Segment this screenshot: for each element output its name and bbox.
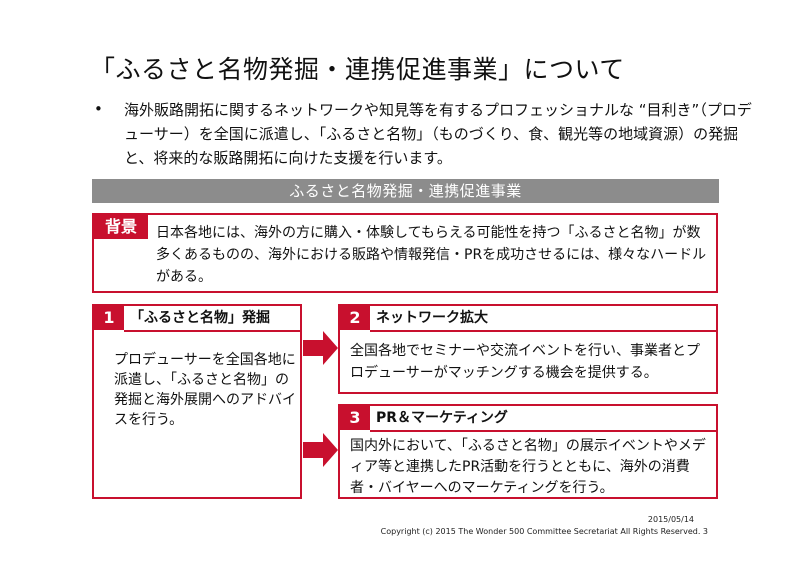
step-2-box: 2 ネットワーク拡大 全国各地でセミナーや交流イベントを行い、事業者とプロデュー… [338,304,718,394]
intro-text: 海外販路開拓に関するネットワークや知見等を有するプロフェッショナルな “目利き”… [124,101,752,167]
footer-copyright: Copyright (c) 2015 The Wonder 500 Commit… [380,527,708,536]
background-box: 背景 日本各地には、海外の方に購入・体験してもらえる可能性を持つ「ふるさと名物」… [92,213,718,293]
page-title: 「ふるさと名物発掘・連携促進事業」について [90,55,625,84]
step-2-heading: ネットワーク拡大 [376,310,488,326]
step-2-number: 2 [340,306,370,330]
footer-date: 2015/05/14 [647,515,694,524]
bullet-dot: • [94,100,103,118]
step-3-box: 3 PR＆マーケティング 国内外において、「ふるさと名物」の展示イベントやメディ… [338,404,718,499]
step-1-heading: 「ふるさと名物」発掘 [130,310,270,326]
background-label: 背景 [94,215,148,239]
section-band-title: ふるさと名物発掘・連携促進事業 [92,179,719,203]
step-1-box: 1 「ふるさと名物」発掘 プロデューサーを全国各地に派遣し、「ふるさと名物」の発… [92,304,302,499]
background-text: 日本各地には、海外の方に購入・体験してもらえる可能性を持つ「ふるさと名物」が数多… [156,225,707,285]
arrow-to-step-2-icon [303,331,338,365]
step-1-text: プロデューサーを全国各地に派遣し、「ふるさと名物」の発掘と海外展開へのアドバイス… [114,352,296,428]
step-3-number: 3 [340,406,370,430]
step-3-heading: PR＆マーケティング [376,410,508,426]
step-3-text: 国内外において、「ふるさと名物」の展示イベントやメディア等と連携したPR活動を行… [350,438,706,496]
step-2-heading-underline [370,330,716,332]
step-2-text: 全国各地でセミナーや交流イベントを行い、事業者とプロデューサーがマッチングする機… [350,343,700,381]
arrow-to-step-3-icon [303,433,338,467]
step-1-heading-underline [124,330,300,332]
step-1-number: 1 [94,306,124,330]
step-3-heading-underline [370,430,716,432]
